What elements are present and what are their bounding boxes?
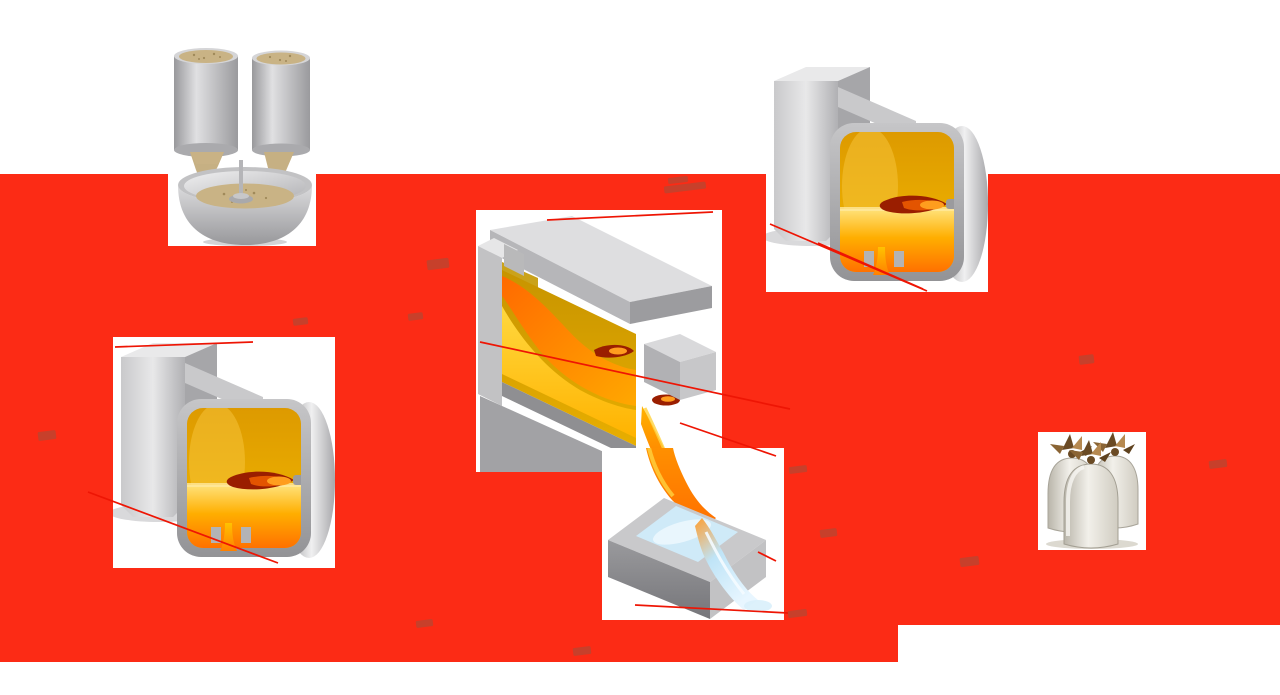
quench-water-basin-illustration: [602, 448, 784, 620]
melting-furnace-icon: [113, 337, 335, 568]
water-basin-icon: [608, 448, 772, 619]
melting-furnace-left-illustration: [113, 337, 335, 568]
red-overlay-region: [0, 625, 898, 662]
batch-silos-mixer-icon: [174, 48, 312, 246]
glass-melting-tank-illustration: [476, 210, 722, 472]
melting-furnace-icon: [766, 61, 988, 292]
product-bags-icon: [1046, 432, 1139, 549]
product-bags-illustration: [1038, 432, 1146, 550]
melting-tank-icon: [478, 216, 716, 472]
batch-silos-mixer-illustration: [168, 38, 316, 246]
melting-furnace-top-right-illustration: [766, 61, 988, 292]
